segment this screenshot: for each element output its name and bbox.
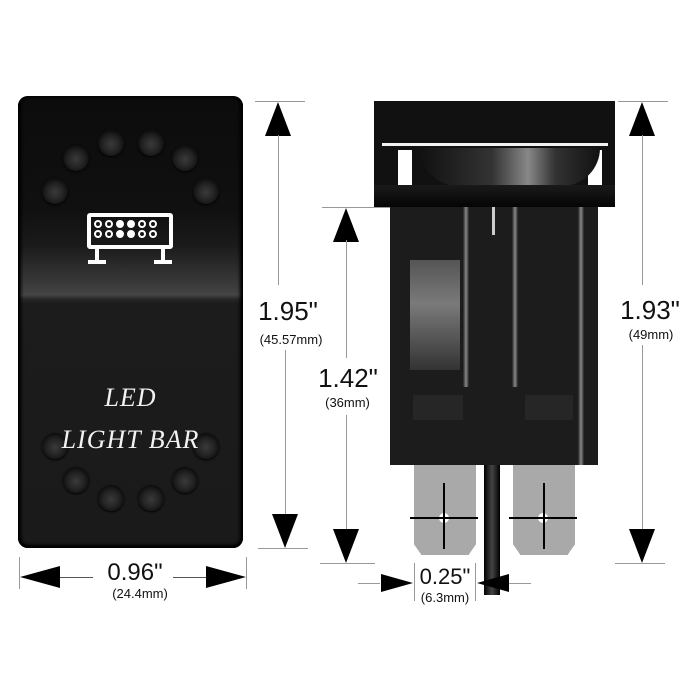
- dim-line: [173, 577, 206, 578]
- indicator-dot: [63, 467, 89, 493]
- dim-line: [642, 345, 643, 530]
- arrow-left-icon: [477, 574, 509, 592]
- housing-pin: [492, 207, 495, 235]
- light-bar-icon-leg: [95, 248, 99, 262]
- centerline: [543, 483, 545, 549]
- dim-line: [358, 583, 380, 584]
- housing-rib: [578, 207, 584, 465]
- indicator-dot: [193, 178, 219, 204]
- indicator-dot: [172, 467, 198, 493]
- cap-clip-gap: [398, 150, 412, 186]
- dim-line: [60, 577, 93, 578]
- dim-extension-line: [19, 557, 20, 589]
- terminal-left: [414, 465, 476, 555]
- arrow-up-icon: [265, 102, 291, 136]
- center-wire: [484, 465, 500, 595]
- dim-extension-line: [615, 563, 665, 564]
- total-height-inches: 1.93": [620, 295, 680, 325]
- total-height-mm: (49mm): [628, 327, 674, 342]
- switch-cap-highlight: [382, 143, 608, 146]
- arrow-up-icon: [333, 208, 359, 242]
- dim-line: [285, 350, 286, 515]
- indicator-dot: [172, 145, 198, 171]
- arrow-right-icon: [206, 566, 246, 588]
- arrow-up-icon: [629, 102, 655, 136]
- arrow-right-icon: [381, 574, 413, 592]
- indicator-dot: [98, 485, 124, 511]
- light-bar-icon-foot: [154, 260, 172, 264]
- switch-pivot: [420, 148, 600, 186]
- indicator-dot: [42, 178, 68, 204]
- switch-flange: [374, 185, 615, 207]
- arrow-down-icon: [272, 514, 298, 548]
- front-height-inches: 1.95": [258, 296, 318, 326]
- indicator-dot: [193, 433, 219, 459]
- front-width-inches: 0.96": [107, 559, 163, 586]
- front-height-mm: (45.57mm): [259, 332, 323, 347]
- indicator-dot: [138, 130, 164, 156]
- arrow-down-icon: [333, 529, 359, 563]
- housing-panel: [410, 260, 460, 370]
- terminal-width-mm: (6.3mm): [420, 590, 470, 605]
- dim-extension-line: [618, 101, 668, 102]
- terminal-width-inches: 0.25": [419, 564, 471, 589]
- centerline: [443, 483, 445, 549]
- dim-extension-line: [258, 548, 308, 549]
- indicator-dot: [98, 130, 124, 156]
- light-bar-icon: [87, 213, 173, 249]
- dim-line: [346, 240, 347, 358]
- rocker-switch-front: [18, 96, 243, 548]
- dim-extension-line: [320, 563, 375, 564]
- dim-extension-line: [475, 563, 476, 601]
- arrow-left-icon: [20, 566, 60, 588]
- body-height-mm: (36mm): [325, 395, 370, 410]
- front-width-mm: (24.4mm): [112, 586, 168, 601]
- indicator-dot: [63, 145, 89, 171]
- dim-extension-line: [246, 557, 247, 589]
- housing-rib: [463, 207, 469, 387]
- indicator-dot: [138, 485, 164, 511]
- housing-rib: [512, 207, 518, 387]
- dim-line: [278, 135, 279, 285]
- light-bar-icon-leg: [161, 248, 165, 262]
- housing-recess: [525, 395, 573, 420]
- light-bar-icon-foot: [88, 260, 106, 264]
- arrow-down-icon: [629, 529, 655, 563]
- body-height-inches: 1.42": [318, 363, 378, 393]
- switch-label-line2: LIGHT BAR: [61, 425, 200, 454]
- dim-line: [642, 135, 643, 285]
- dim-line: [509, 583, 531, 584]
- dim-line: [346, 415, 347, 530]
- dim-extension-line: [322, 207, 390, 208]
- housing-recess: [413, 395, 463, 420]
- dim-extension-line: [255, 101, 305, 102]
- indicator-dot: [42, 433, 68, 459]
- switch-label-line1: LED: [104, 383, 157, 412]
- dim-extension-line: [414, 563, 415, 601]
